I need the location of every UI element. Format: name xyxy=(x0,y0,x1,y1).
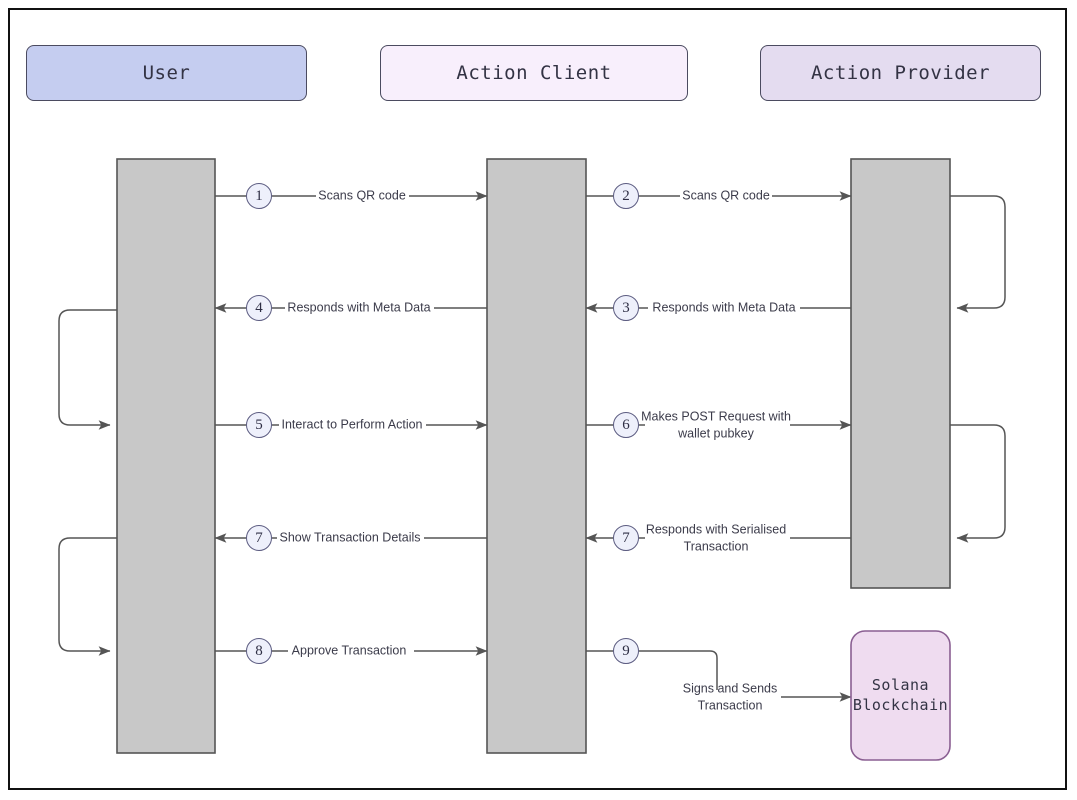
sequence-badge-7-client: 7 xyxy=(246,525,272,551)
sequence-badge-3: 3 xyxy=(613,295,639,321)
sequence-badge-1: 1 xyxy=(246,183,272,209)
sequence-badge-9-value: 9 xyxy=(622,642,630,659)
sequence-badge-2-value: 2 xyxy=(622,187,630,204)
sequence-badge-7-provider-value: 7 xyxy=(622,529,630,546)
actor-header-action-provider-label: Action Provider xyxy=(810,61,991,84)
actor-header-action-client-label: Action Client xyxy=(456,61,612,84)
solana-blockchain-node[interactable]: Solana Blockchain xyxy=(851,631,950,760)
solana-blockchain-node-shape xyxy=(850,630,951,761)
sequence-badge-5-value: 5 xyxy=(255,416,263,433)
solana-blockchain-label: Solana Blockchain xyxy=(852,676,949,714)
sequence-badge-4-value: 4 xyxy=(255,299,263,316)
sequence-badge-8: 8 xyxy=(246,638,272,664)
activation-bar-action-provider xyxy=(850,158,951,589)
sequence-badge-6-value: 6 xyxy=(622,416,630,433)
sequence-badge-5: 5 xyxy=(246,412,272,438)
sequence-badge-6: 6 xyxy=(613,412,639,438)
self-loop-user-2 xyxy=(58,537,117,656)
sequence-badge-3-value: 3 xyxy=(622,299,630,316)
message-arrow-9 xyxy=(586,650,852,702)
self-loop-user-1 xyxy=(58,309,117,430)
sequence-badge-8-value: 8 xyxy=(255,642,263,659)
activation-bars xyxy=(116,158,951,754)
sequence-badge-2: 2 xyxy=(613,183,639,209)
actor-header-action-provider[interactable]: Action Provider xyxy=(760,45,1041,101)
activation-bar-user xyxy=(116,158,216,754)
diagram-frame-border xyxy=(8,8,1067,790)
actor-header-action-client[interactable]: Action Client xyxy=(380,45,688,101)
sequence-badge-1-value: 1 xyxy=(255,187,263,204)
sequence-badge-7-client-value: 7 xyxy=(255,529,263,546)
activation-bar-action-client xyxy=(486,158,587,754)
self-loop-action-provider-1 xyxy=(950,195,1006,313)
sequence-badge-9: 9 xyxy=(613,638,639,664)
sequence-badge-4: 4 xyxy=(246,295,272,321)
actor-header-user-label: User xyxy=(142,61,191,84)
actor-header-user[interactable]: User xyxy=(26,45,307,101)
self-loop-action-provider-2 xyxy=(950,424,1006,543)
sequence-badge-7-provider: 7 xyxy=(613,525,639,551)
